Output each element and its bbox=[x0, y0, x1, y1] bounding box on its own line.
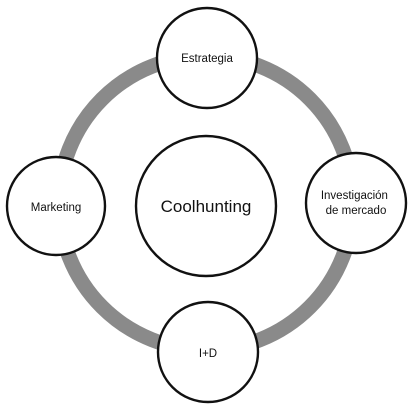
center-label: Coolhunting bbox=[161, 197, 252, 216]
node-id-circle bbox=[156, 300, 260, 404]
node-estrategia-label: Estrategia bbox=[181, 53, 233, 65]
node-investigacion-line2: de mercado bbox=[326, 205, 387, 217]
node-marketing: Marketing bbox=[5, 155, 107, 257]
node-estrategia-circle bbox=[155, 6, 259, 110]
node-id-label: I+D bbox=[199, 348, 217, 360]
center-node: Coolhunting bbox=[134, 134, 278, 278]
node-investigacion-line1: Investigación bbox=[321, 190, 388, 202]
node-marketing-circle bbox=[5, 155, 107, 257]
center-circle bbox=[134, 134, 278, 278]
node-investigacion-circle bbox=[304, 151, 408, 255]
node-estrategia: Estrategia bbox=[155, 6, 259, 110]
node-marketing-label: Marketing bbox=[31, 202, 82, 214]
node-investigacion-label: Investigación de mercado bbox=[321, 190, 391, 217]
node-id: I+D bbox=[156, 300, 260, 404]
node-investigacion: Investigación de mercado bbox=[304, 151, 408, 255]
